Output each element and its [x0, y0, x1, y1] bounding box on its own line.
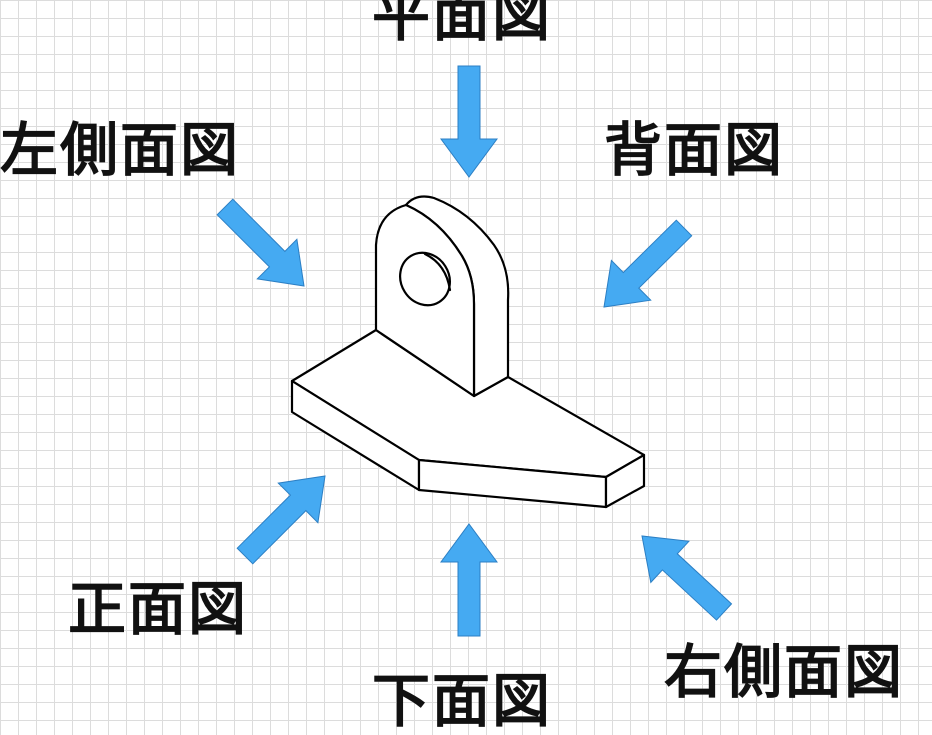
arrow-back-view [603, 219, 693, 308]
isometric-part-drawing [290, 195, 646, 509]
label-front-view: 正面図 [68, 575, 249, 643]
arrow-top-view [440, 65, 498, 178]
lug-hole [399, 251, 451, 307]
label-top-view: 平面図 [372, 0, 553, 49]
base-right-end-face [604, 453, 646, 509]
label-back-view: 背面図 [604, 116, 785, 184]
lug-hole-inner-edge [423, 252, 452, 292]
label-bottom-view: 下面図 [372, 667, 553, 735]
label-right-side-view: 右側面図 [664, 638, 905, 706]
arrow-bottom-view [440, 523, 498, 637]
arrow-front-view [236, 475, 326, 565]
arrow-left-side-view [216, 198, 305, 287]
view-direction-arrows [216, 65, 733, 637]
arrow-right-side-view [641, 535, 733, 621]
label-left-side-view: 左側面図 [0, 116, 241, 184]
